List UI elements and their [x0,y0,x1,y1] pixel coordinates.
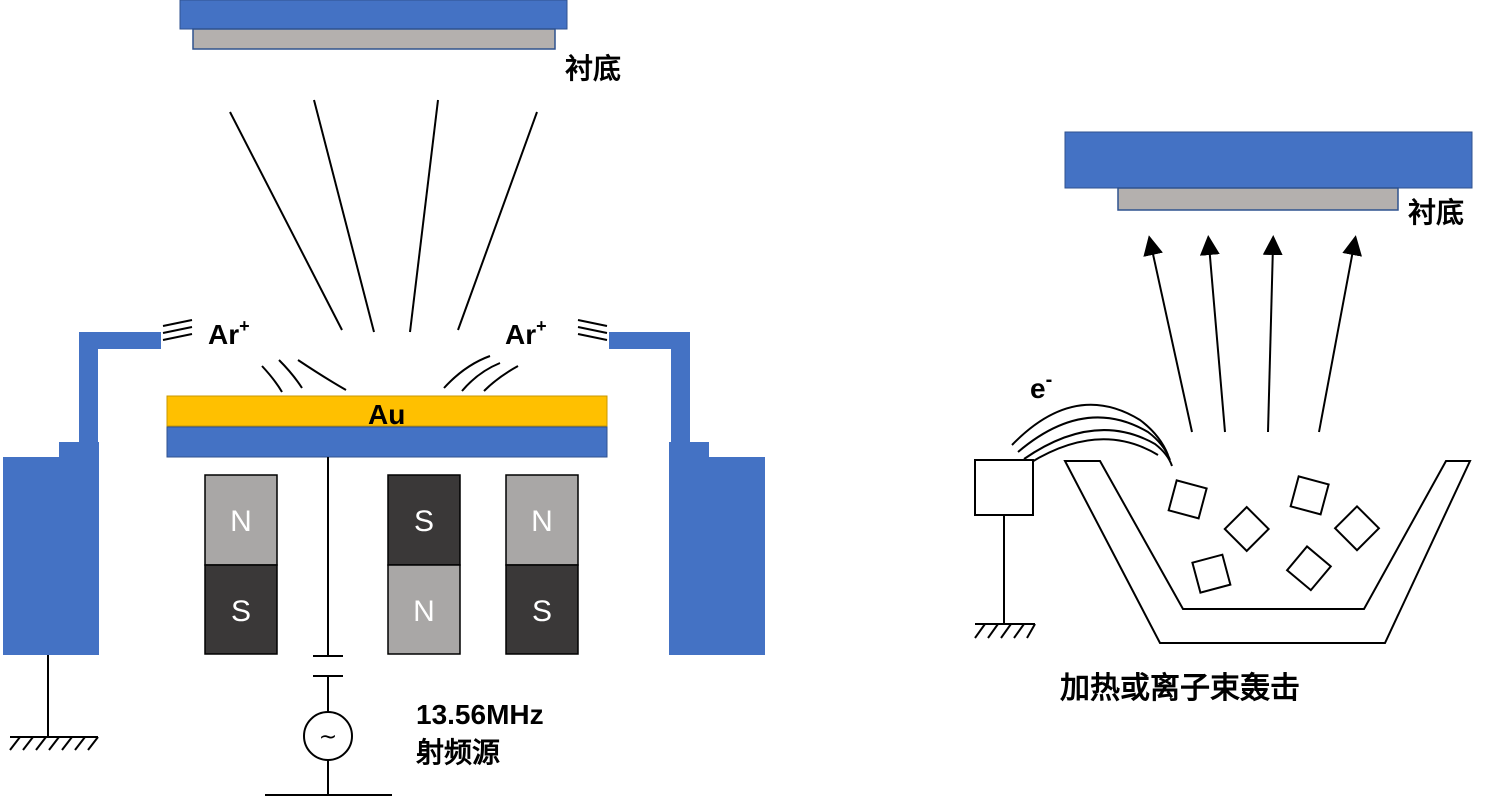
rf-source-label: 射频源 [415,737,500,768]
ion-label-left: Ar+ [208,316,250,350]
electron-gun-ground-icon [974,515,1036,639]
ion-trajectories-left [261,359,347,393]
sputter-substrate-holder [179,0,568,30]
sputter-substrate-label: 衬底 [565,53,621,84]
magnet-2-top-label: S [414,505,434,538]
vapor-arrows [1143,235,1362,433]
ion-trajectories-right [443,355,519,392]
magnet-1-bottom [204,564,278,655]
evap-substrate-holder [1064,131,1473,189]
ion-label-right: Ar+ [505,316,547,350]
evap-substrate-label: 衬底 [1408,197,1464,228]
sputter-trajectories [229,99,538,333]
gas-flow-marks-right [577,319,608,341]
rf-frequency-label: 13.56MHz [416,699,544,730]
magnet-1-top [204,474,278,566]
electron-gun [974,459,1034,516]
chamber-ground-icon [9,655,99,751]
magnet-array: N S S N N S [204,474,579,655]
sputter-substrate [192,28,556,50]
crucible [1063,460,1472,644]
electron-label: e- [1030,369,1052,404]
rf-circuit: ~ [265,457,392,796]
magnet-2-bottom [387,564,461,655]
source-material [1167,475,1381,594]
magnet-2-bottom-label: N [413,595,435,628]
gas-flow-marks-left [162,319,193,341]
magnet-3-bottom-label: S [532,595,552,628]
magnet-1-top-label: N [230,505,252,538]
left-chamber-wall [3,332,161,655]
target-label: Au [368,399,405,430]
right-chamber-wall [609,332,765,655]
sputtering-diagram: 衬底 [3,0,765,796]
magnet-3-top-label: N [531,505,553,538]
evaporation-diagram: 衬底 e- [974,131,1473,705]
rf-source-symbol: ~ [319,725,337,750]
electron-beam [1011,403,1173,467]
target-backing-plate [166,426,608,458]
gold-target [166,395,608,427]
magnet-1-bottom-label: S [231,595,251,628]
magnet-3-bottom [505,564,579,655]
evaporation-caption: 加热或离子束轰击 [1060,671,1300,705]
evap-substrate [1117,187,1399,211]
